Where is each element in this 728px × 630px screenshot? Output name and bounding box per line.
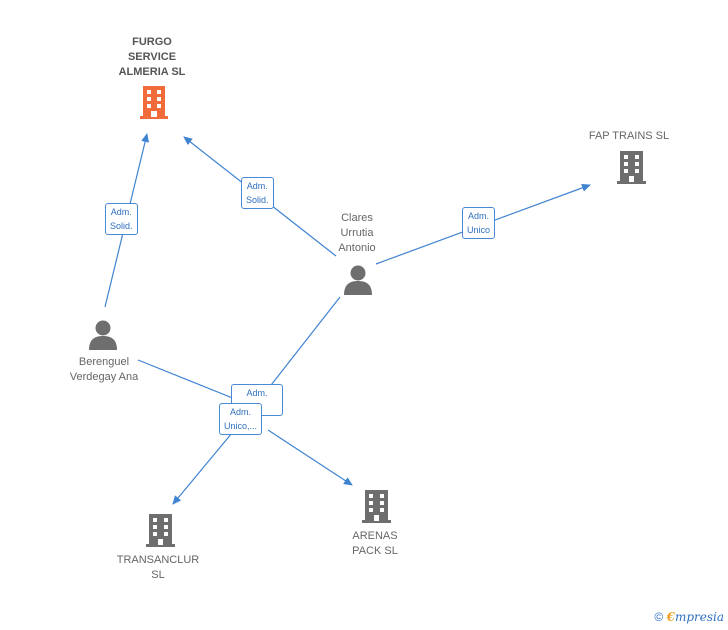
edge-label-line: Adm. — [246, 181, 268, 191]
brand-logo: €mpresia — [667, 610, 724, 624]
node-label-line: Berenguel — [78, 356, 130, 368]
edge-label-clares-fap[interactable]: Adm. Unico — [462, 207, 496, 239]
edge-label-line: Unico — [467, 225, 491, 235]
edge-label-line: Solid. — [246, 195, 269, 205]
node-label-clares[interactable]: Clares Urrutia Antonio — [322, 211, 392, 256]
edge-label-line: Adm. — [246, 388, 268, 398]
node-label-transanclur[interactable]: TRANSANCLUR SL — [110, 553, 206, 583]
node-label-line: PACK SL — [352, 545, 398, 557]
edge-label-line: Unico,... — [224, 421, 258, 431]
node-label-fap[interactable]: FAP TRAINS SL — [574, 129, 684, 144]
node-label-arenas[interactable]: ARENAS PACK SL — [336, 529, 414, 559]
node-label-line: Urrutia — [340, 227, 374, 239]
edge-label-line: Adm. — [110, 207, 132, 217]
person-icon — [344, 265, 372, 295]
node-label-line: SL — [151, 569, 165, 581]
edge-label-berenguel-furgo[interactable]: Adm. Solid. — [105, 203, 138, 235]
brand-logo-text: mpresia — [674, 610, 724, 624]
brand-logo-mark: € — [666, 610, 675, 624]
node-label-line: Antonio — [338, 242, 376, 254]
copyright-icon: © — [654, 610, 664, 624]
person-icon — [89, 320, 117, 350]
node-label-line: ARENAS — [352, 530, 398, 542]
edge-label-clares-furgo[interactable]: Adm. Solid. — [241, 177, 274, 209]
building-icon — [140, 86, 168, 119]
node-label-line: Clares — [341, 212, 373, 224]
building-icon — [362, 490, 391, 523]
node-label-line: ALMERIA SL — [118, 66, 186, 78]
footer-brand: © €mpresia — [654, 610, 724, 624]
node-label-berenguel[interactable]: Berenguel Verdegay Ana — [54, 355, 154, 385]
building-icon — [617, 151, 646, 184]
node-label-line: Verdegay Ana — [69, 371, 139, 383]
node-label-line: SERVICE — [127, 51, 177, 63]
edge-hub-arenas — [267, 429, 353, 486]
building-icon — [146, 514, 175, 547]
edge-label-line: Adm. — [468, 211, 490, 221]
node-label-line: FAP TRAINS SL — [588, 130, 670, 142]
edge-hub-transanclur — [172, 432, 233, 505]
node-label-line: FURGO — [132, 36, 172, 48]
edge-label-berenguel-hub[interactable]: Adm. Unico,... — [219, 403, 263, 435]
node-label-furgo[interactable]: FURGO SERVICE ALMERIA SL — [104, 35, 200, 80]
edge-label-line: Solid. — [110, 221, 133, 231]
edge-label-line: Adm. — [230, 407, 252, 417]
node-label-line: TRANSANCLUR — [116, 554, 200, 566]
